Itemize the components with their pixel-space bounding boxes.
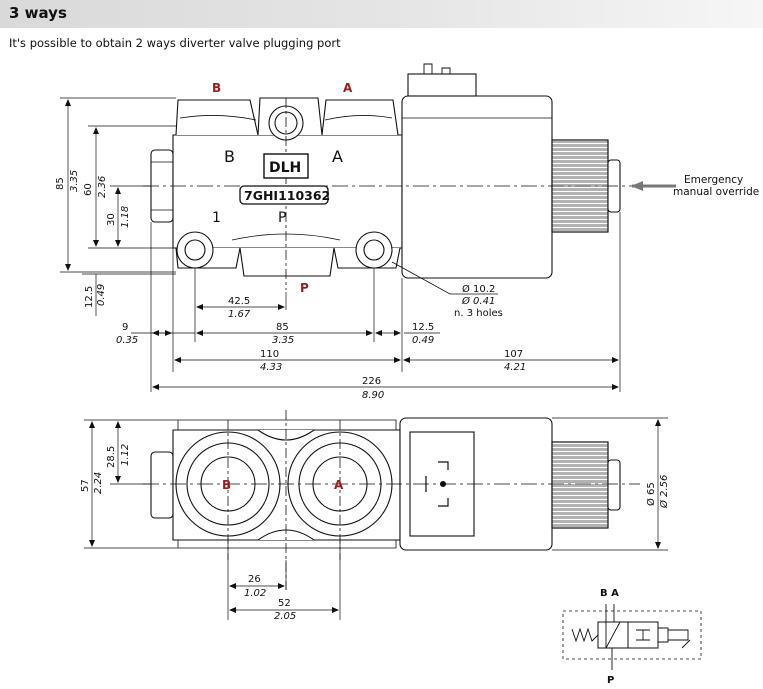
top-view-dims xyxy=(84,417,668,620)
mount-hole-left xyxy=(176,231,214,269)
side-vertical-dims xyxy=(60,97,176,316)
dim-h85-mm: 85 xyxy=(55,177,66,190)
logo-text: DLH xyxy=(269,160,301,176)
dim-w110-in: 4.33 xyxy=(260,362,282,373)
holes-mm: Ø 10.2 xyxy=(462,283,495,295)
dim-w26-in: 1.02 xyxy=(244,588,266,599)
dim-h28-in: 1.12 xyxy=(120,444,131,466)
side-horizontal-dims xyxy=(131,212,621,392)
dim-w9-mm: 9 xyxy=(122,322,128,333)
side-view xyxy=(143,63,640,290)
top-view xyxy=(143,410,640,590)
top-boss-left xyxy=(175,99,259,136)
body-1-mark: 1 xyxy=(212,210,221,226)
dim-h57-mm: 57 xyxy=(80,479,91,492)
top-knob xyxy=(551,441,609,529)
dim-w226-mm: 226 xyxy=(362,376,381,387)
dim-h30-mm: 30 xyxy=(106,213,117,226)
top-port-b-label: B xyxy=(222,478,231,492)
dim-w9-in: 0.35 xyxy=(116,335,138,346)
dim-d65-in: Ø 2.56 xyxy=(658,475,670,509)
dim-h30-in: 1.18 xyxy=(120,206,131,228)
model-box xyxy=(239,185,329,205)
dim-w85-mm: 85 xyxy=(276,322,289,333)
dim-h57-in: 2.24 xyxy=(93,472,104,494)
solenoid-connector xyxy=(407,73,477,97)
dim-w12-mm: 12.5 xyxy=(412,322,434,333)
dim-h85-in: 3.35 xyxy=(69,170,80,192)
hydraulic-symbol xyxy=(562,604,702,670)
dim-w42-mm: 42.5 xyxy=(228,296,250,307)
emergency-label-1: Emergency xyxy=(684,174,743,186)
dim-w42-in: 1.67 xyxy=(228,309,251,320)
symbol-ba-label: B A xyxy=(600,588,619,599)
dim-h60-in: 2.36 xyxy=(97,176,108,198)
holes-in: Ø 0.41 xyxy=(461,295,495,307)
dim-w110-mm: 110 xyxy=(260,349,279,360)
dim-w52-mm: 52 xyxy=(278,598,291,609)
dim-h12-mm: 12.5 xyxy=(84,286,95,308)
port-b-red-label: B xyxy=(212,81,221,95)
holes-leader xyxy=(391,261,498,295)
model-text: 7GHI110362 xyxy=(244,188,330,203)
page-subtitle: It's possible to obtain 2 ways diverter … xyxy=(9,36,341,50)
dim-w107-mm: 107 xyxy=(504,349,523,360)
dim-h28-mm: 28.5 xyxy=(106,446,117,468)
page-title: 3 ways xyxy=(9,4,67,22)
top-boss-right xyxy=(321,99,399,136)
symbol-p-label: P xyxy=(607,675,614,686)
mount-hole-right xyxy=(355,231,393,269)
dim-h60-mm: 60 xyxy=(83,183,94,196)
dim-w12-in: 0.49 xyxy=(412,335,434,346)
dim-w226-in: 8.90 xyxy=(362,390,384,401)
solenoid-coil xyxy=(401,95,553,279)
holes-count: n. 3 holes xyxy=(454,308,503,319)
dim-w85-in: 3.35 xyxy=(272,335,294,346)
bottom-boss-center xyxy=(239,247,335,277)
dim-w107-in: 4.21 xyxy=(504,362,526,373)
top-left-plug xyxy=(150,451,174,519)
dim-w52-in: 2.05 xyxy=(274,611,296,622)
dim-w26-mm: 26 xyxy=(248,574,261,585)
dim-d65-mm: Ø 65 xyxy=(645,482,657,506)
emergency-label-2: manual override xyxy=(673,186,759,198)
body-a-mark: A xyxy=(332,147,343,166)
top-port-a-label: A xyxy=(334,478,344,492)
port-p-red-label: P xyxy=(300,281,309,295)
dim-h12-in: 0.49 xyxy=(96,284,107,306)
section-header xyxy=(0,0,763,28)
body-p-mark: P xyxy=(278,210,286,226)
logo-box xyxy=(263,153,309,179)
port-a-red-label: A xyxy=(343,81,353,95)
body-b-mark: B xyxy=(224,147,235,166)
